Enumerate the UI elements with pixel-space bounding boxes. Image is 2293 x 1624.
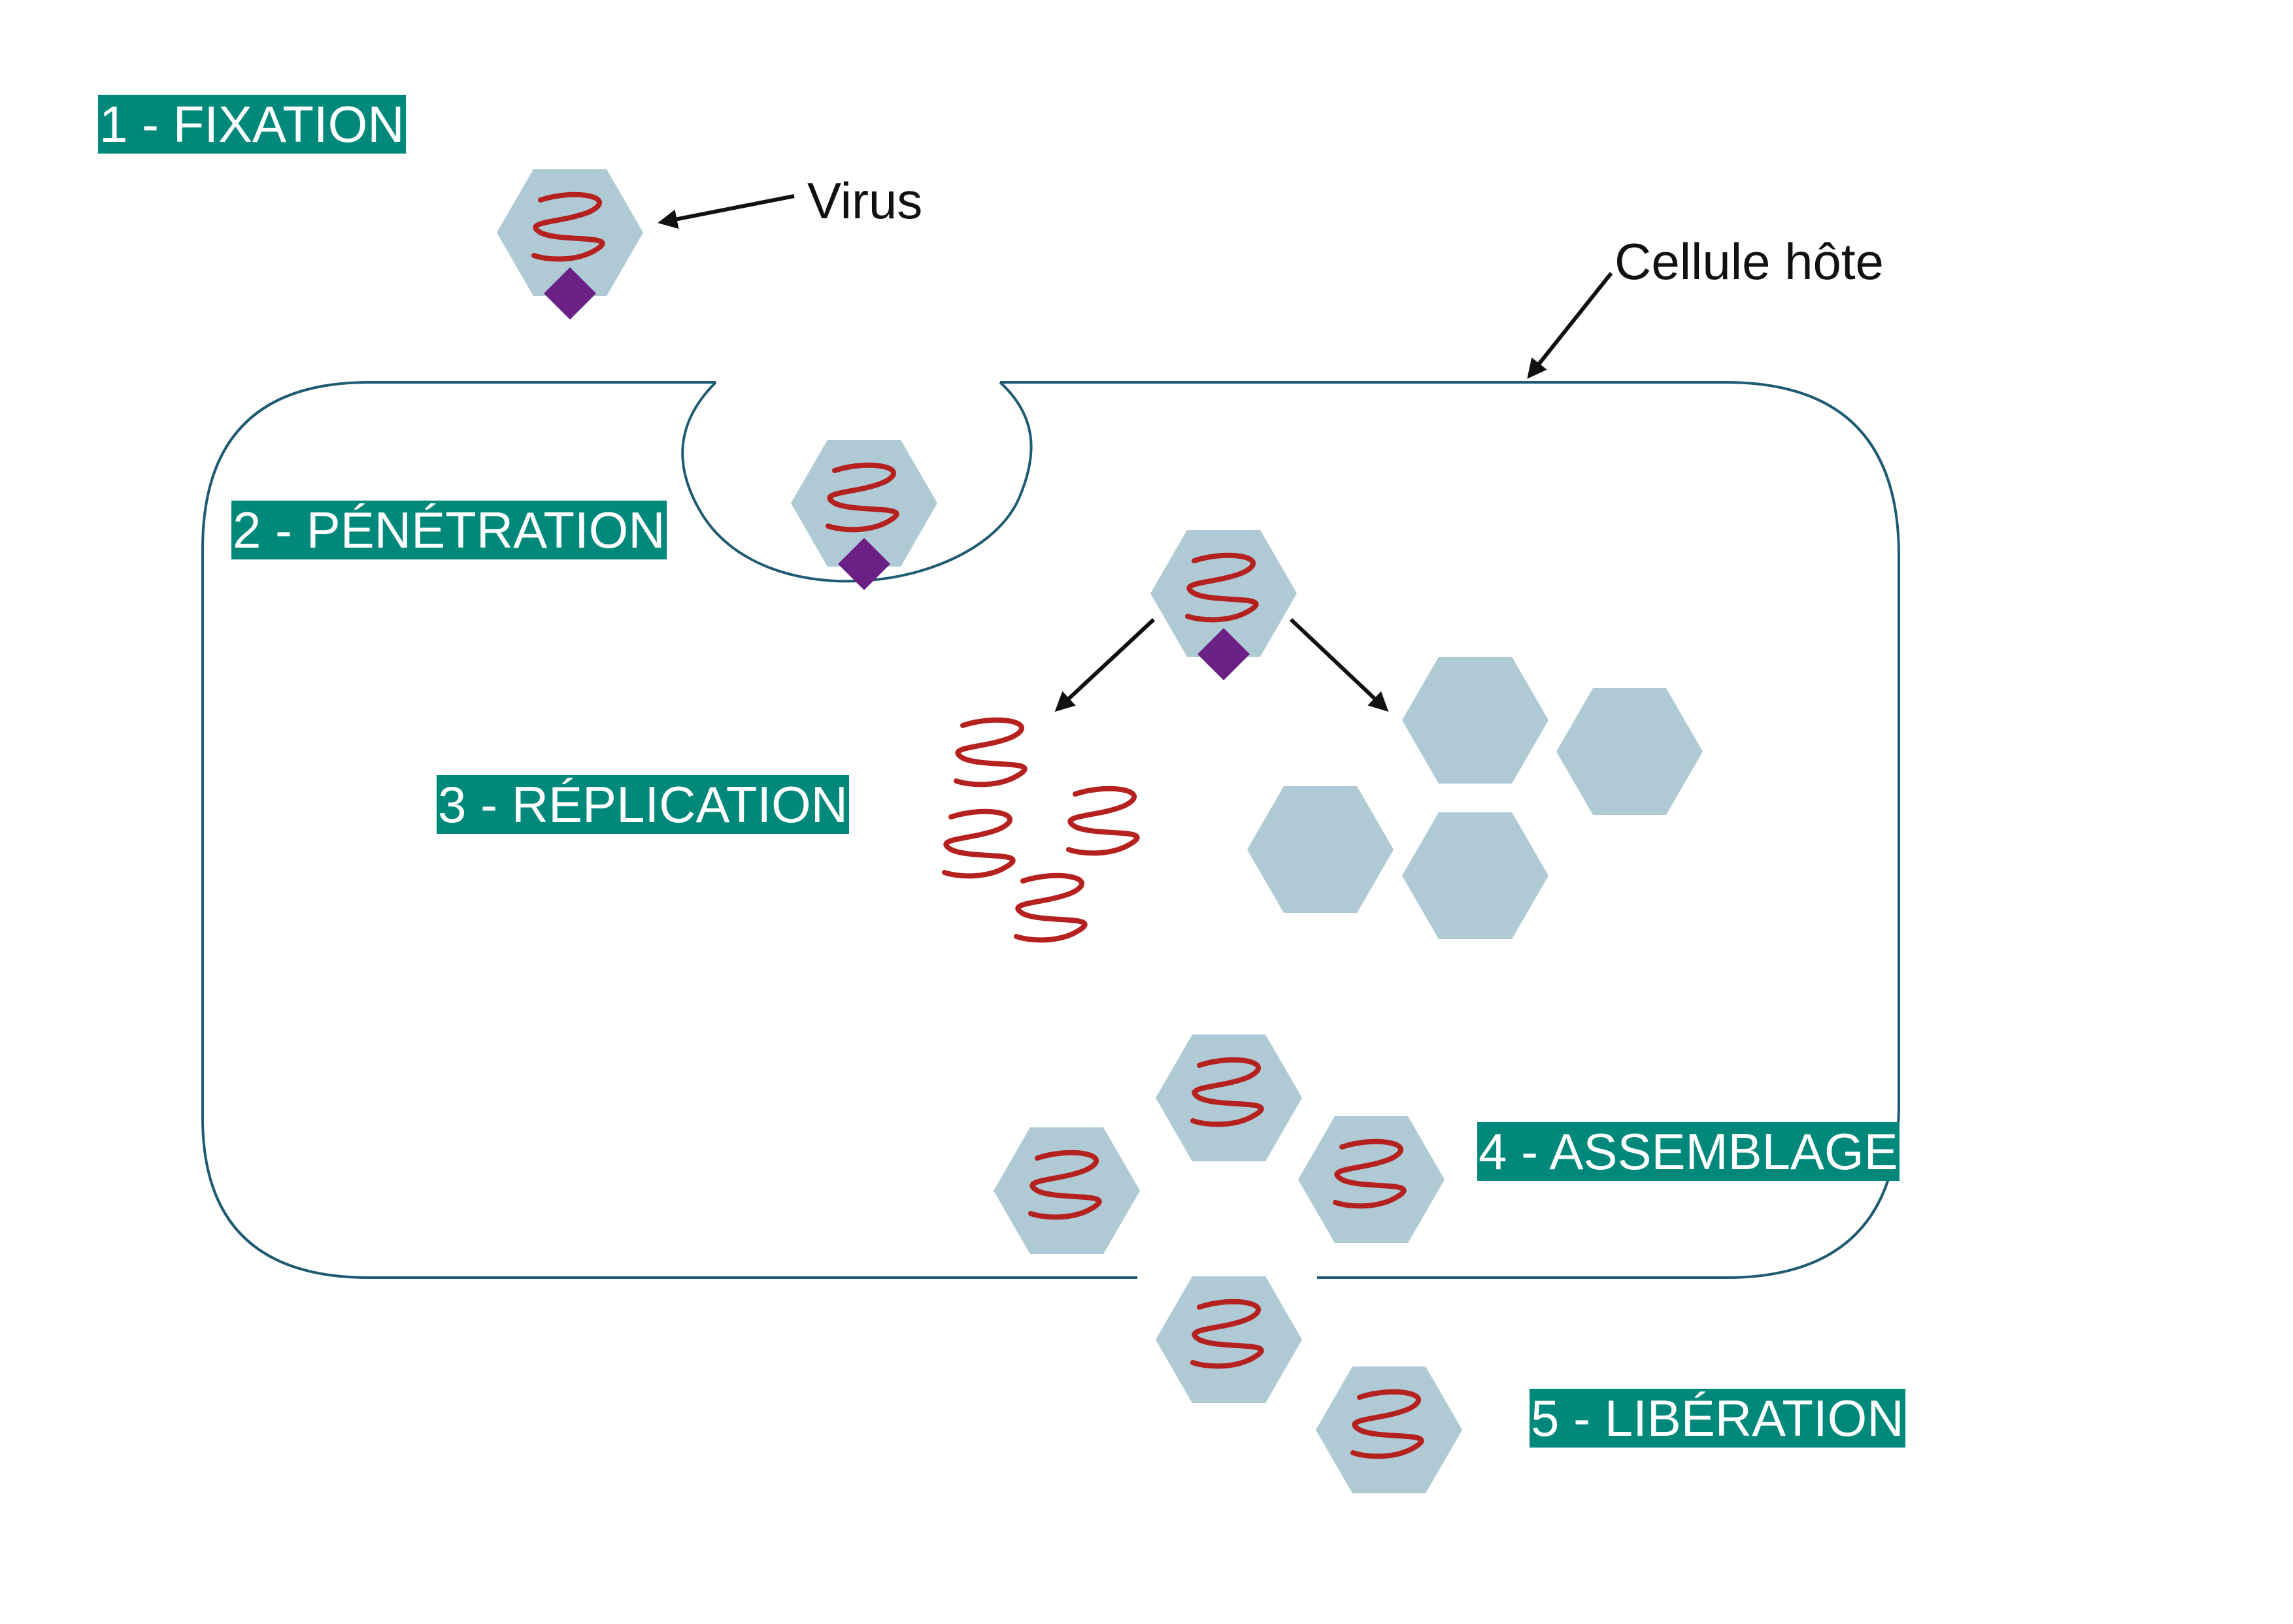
step-label-assemblage: 4 - ASSEMBLAGE [1477,1122,1900,1181]
virus-shapes [497,169,1703,1493]
virus-released-2-genome [1350,1389,1424,1459]
virus-fixation-receptor [544,267,596,320]
replicated-capsid-3 [1247,786,1394,913]
virus-penetration-receptor [838,538,890,590]
replicated-capsid-2 [1556,688,1703,815]
replication-arrow-genome [1054,618,1156,712]
virus-penetration-capsid [791,440,937,567]
virus-assembled-3-genome [1333,1138,1407,1209]
replicated-genome-2 [1066,786,1140,856]
step-label-penetration: 2 - PÉNÉTRATION [231,501,667,559]
replicated-genome-3 [942,808,1016,879]
virus-released-1-genome [1190,1299,1264,1369]
virus-assembled-2-capsid [994,1127,1140,1254]
replicated-capsid-4 [1402,812,1548,939]
virus-replication-source-receptor [1197,628,1250,680]
virus-assembled-2-genome [1028,1150,1102,1220]
virus-assembled-1-genome [1190,1057,1264,1127]
virus-fixation-genome [531,191,605,262]
step-label-fixation: 1 - FIXATION [98,95,406,154]
virus-assembled-1-capsid [1156,1035,1302,1161]
virus-assembled-3-capsid [1298,1116,1445,1243]
step-label-replication: 3 - RÉPLICATION [437,775,850,834]
host-cell-label: Cellule hôte [1615,233,1884,290]
virus-released-2-capsid [1316,1367,1462,1493]
replicated-capsid-1 [1402,657,1548,784]
replication-arrow-capsid [1289,618,1389,712]
virus-released-1-capsid [1156,1276,1302,1403]
virus-fixation-capsid [497,169,643,296]
virus-replication-source-genome [1185,552,1259,623]
replicated-genome-4 [1014,872,1088,943]
step-label-liberation: 5 - LIBÉRATION [1530,1389,1905,1448]
virus-penetration-genome [826,462,899,533]
virus-pointer-arrow [658,194,795,229]
replicated-genome-1 [954,717,1028,787]
virus-label: Virus [807,172,923,229]
virus-replication-source-capsid [1150,530,1297,657]
host-cell-pointer-arrow [1527,272,1613,379]
